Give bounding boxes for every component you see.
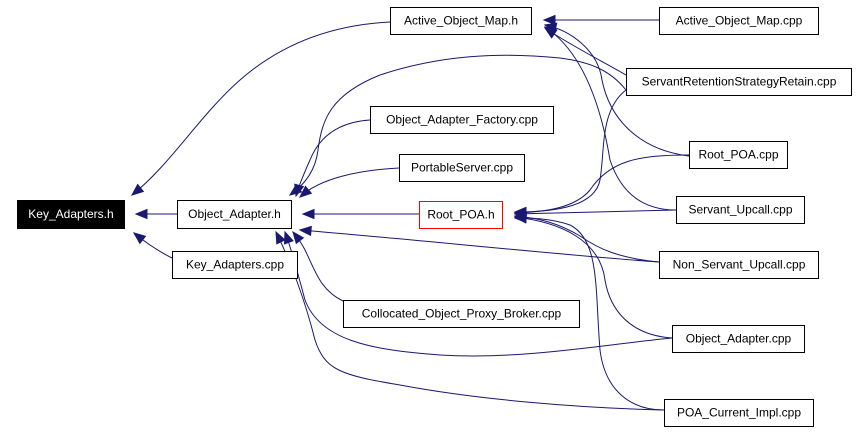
node-box xyxy=(177,200,292,229)
node-label: Active_Object_Map.cpp xyxy=(676,14,803,28)
node-label: Active_Object_Map.h xyxy=(404,14,518,28)
edge-active_object_map_h-to-key_adapters_h xyxy=(130,21,391,196)
edge-line xyxy=(299,229,660,263)
edge-line xyxy=(131,21,391,196)
edge-line xyxy=(299,167,400,198)
nodes-layer: Key_Adapters.h Object_Adapter.hKey_Adapte… xyxy=(17,7,852,427)
node-label: Collocated_Object_Proxy_Broker.cpp xyxy=(362,307,562,321)
node-label: PortableServer.cpp xyxy=(411,161,513,175)
node-active-object-map-h[interactable]: Active_Object_Map.h xyxy=(390,7,532,35)
edge-key_adapters_cpp-to-key_adapters_h xyxy=(132,232,173,259)
edge-line xyxy=(514,154,690,214)
node-box xyxy=(659,251,819,279)
node-label: POA_Current_Impl.cpp xyxy=(677,406,801,420)
edge-non_servant_upcall_cpp-to-object_adapter_h xyxy=(298,225,660,263)
arrowhead-icon xyxy=(298,185,313,198)
node-box xyxy=(689,141,788,169)
arrowhead-icon xyxy=(292,230,305,245)
node-collocated-object-proxy-broker-cpp[interactable]: Collocated_Object_Proxy_Broker.cpp xyxy=(343,300,580,328)
edge-servant_upcall_cpp-to-root_poa_h xyxy=(513,208,677,219)
edge-line xyxy=(514,217,665,411)
node-label: Object_Adapter_Factory.cpp xyxy=(386,113,538,127)
edge-line xyxy=(289,54,627,196)
node-box xyxy=(676,196,805,224)
node-object-adapter-cpp[interactable]: Object_Adapter.cpp xyxy=(672,325,805,353)
arrowhead-icon xyxy=(301,208,315,220)
node-box xyxy=(626,68,852,96)
node-non-servant-upcall-cpp[interactable]: Non_Servant_Upcall.cpp xyxy=(659,251,819,279)
node-box xyxy=(672,325,805,353)
edge-object_adapter_cpp-to-object_adapter_h xyxy=(283,230,673,357)
edge-line xyxy=(284,231,673,357)
node-box xyxy=(664,399,814,427)
edge-line xyxy=(514,215,660,263)
node-label: Key_Adapters.cpp xyxy=(186,258,284,272)
node-box xyxy=(399,154,525,182)
node-key-adapters-cpp[interactable]: Key_Adapters.cpp xyxy=(172,251,298,279)
edge-line xyxy=(544,24,690,157)
node-label: Object_Adapter.cpp xyxy=(686,332,792,346)
edge-line xyxy=(295,119,371,197)
node-label: Servant_Upcall.cpp xyxy=(688,203,792,217)
arrowhead-icon xyxy=(542,14,556,26)
edge-root_poa_h-to-object_adapter_h xyxy=(301,208,419,220)
node-box xyxy=(370,106,554,134)
arrowhead-icon xyxy=(132,232,147,245)
node-label: Key_Adapters.h xyxy=(28,207,113,221)
edge-object_adapter_factory_cpp-to-object_adapter_h xyxy=(294,119,371,198)
edge-active_object_map_cpp-to-active_object_map_h xyxy=(542,14,659,26)
node-box xyxy=(390,7,532,35)
node-box xyxy=(343,300,580,328)
node-label: Root_POA.cpp xyxy=(698,148,778,162)
edge-object_adapter_h-to-key_adapters_h xyxy=(134,208,177,220)
edge-servant_retention_strategy_retain_cpp-to-object_adapter_h xyxy=(288,54,627,196)
arrowhead-icon xyxy=(130,183,145,196)
node-label: Non_Servant_Upcall.cpp xyxy=(673,258,806,272)
node-servant-upcall-cpp[interactable]: Servant_Upcall.cpp xyxy=(676,196,805,224)
arrowhead-icon xyxy=(275,230,286,245)
arrowhead-icon xyxy=(298,225,312,237)
node-label: Root_POA.h xyxy=(427,208,494,222)
node-root-poa-h[interactable]: Root_POA.h xyxy=(419,201,503,229)
edge-line xyxy=(514,89,627,213)
edge-poa_current_impl_cpp-to-object_adapter_h xyxy=(275,230,665,411)
node-poa-current-impl-cpp[interactable]: POA_Current_Impl.cpp xyxy=(664,399,814,427)
edges-layer xyxy=(130,14,690,411)
arrowhead-icon xyxy=(283,230,294,245)
arrowhead-icon xyxy=(288,183,303,196)
edge-line xyxy=(544,27,627,76)
node-box xyxy=(419,201,503,229)
node-label: ServantRetentionStrategyRetain.cpp xyxy=(642,75,837,89)
edge-collocated_object_proxy_broker_cpp-to-object_adapter_h xyxy=(292,230,344,302)
arrowhead-icon xyxy=(134,208,148,220)
edge-portableserver_cpp-to-object_adapter_h xyxy=(298,167,400,198)
edge-line xyxy=(544,26,677,211)
node-key-adapters-h[interactable]: Key_Adapters.h xyxy=(17,200,125,229)
node-label: Object_Adapter.h xyxy=(188,207,281,221)
node-active-object-map-cpp[interactable]: Active_Object_Map.cpp xyxy=(659,7,819,35)
edge-non_servant_upcall_cpp-to-root_poa_h xyxy=(513,211,660,263)
node-root-poa-cpp[interactable]: Root_POA.cpp xyxy=(689,141,788,169)
edge-line xyxy=(514,209,677,215)
node-box xyxy=(17,200,125,229)
edge-servant_retention_strategy_retain_cpp-to-active_object_map_h xyxy=(543,27,627,76)
node-object-adapter-h[interactable]: Object_Adapter.h xyxy=(177,200,292,229)
edge-servant_upcall_cpp-to-active_object_map_h xyxy=(543,26,677,211)
node-servant-retention-strategy-retain-cpp[interactable]: ServantRetentionStrategyRetain.cpp xyxy=(626,68,852,96)
edge-line xyxy=(275,231,665,411)
node-object-adapter-factory-cpp[interactable]: Object_Adapter_Factory.cpp xyxy=(370,106,554,134)
node-box xyxy=(659,7,819,35)
arrowhead-icon xyxy=(513,212,527,224)
arrowhead-icon xyxy=(543,26,558,38)
edge-poa_current_impl_cpp-to-root_poa_h xyxy=(513,212,665,411)
edge-line xyxy=(514,216,673,339)
node-box xyxy=(172,251,298,279)
node-portableserver-cpp[interactable]: PortableServer.cpp xyxy=(399,154,525,182)
